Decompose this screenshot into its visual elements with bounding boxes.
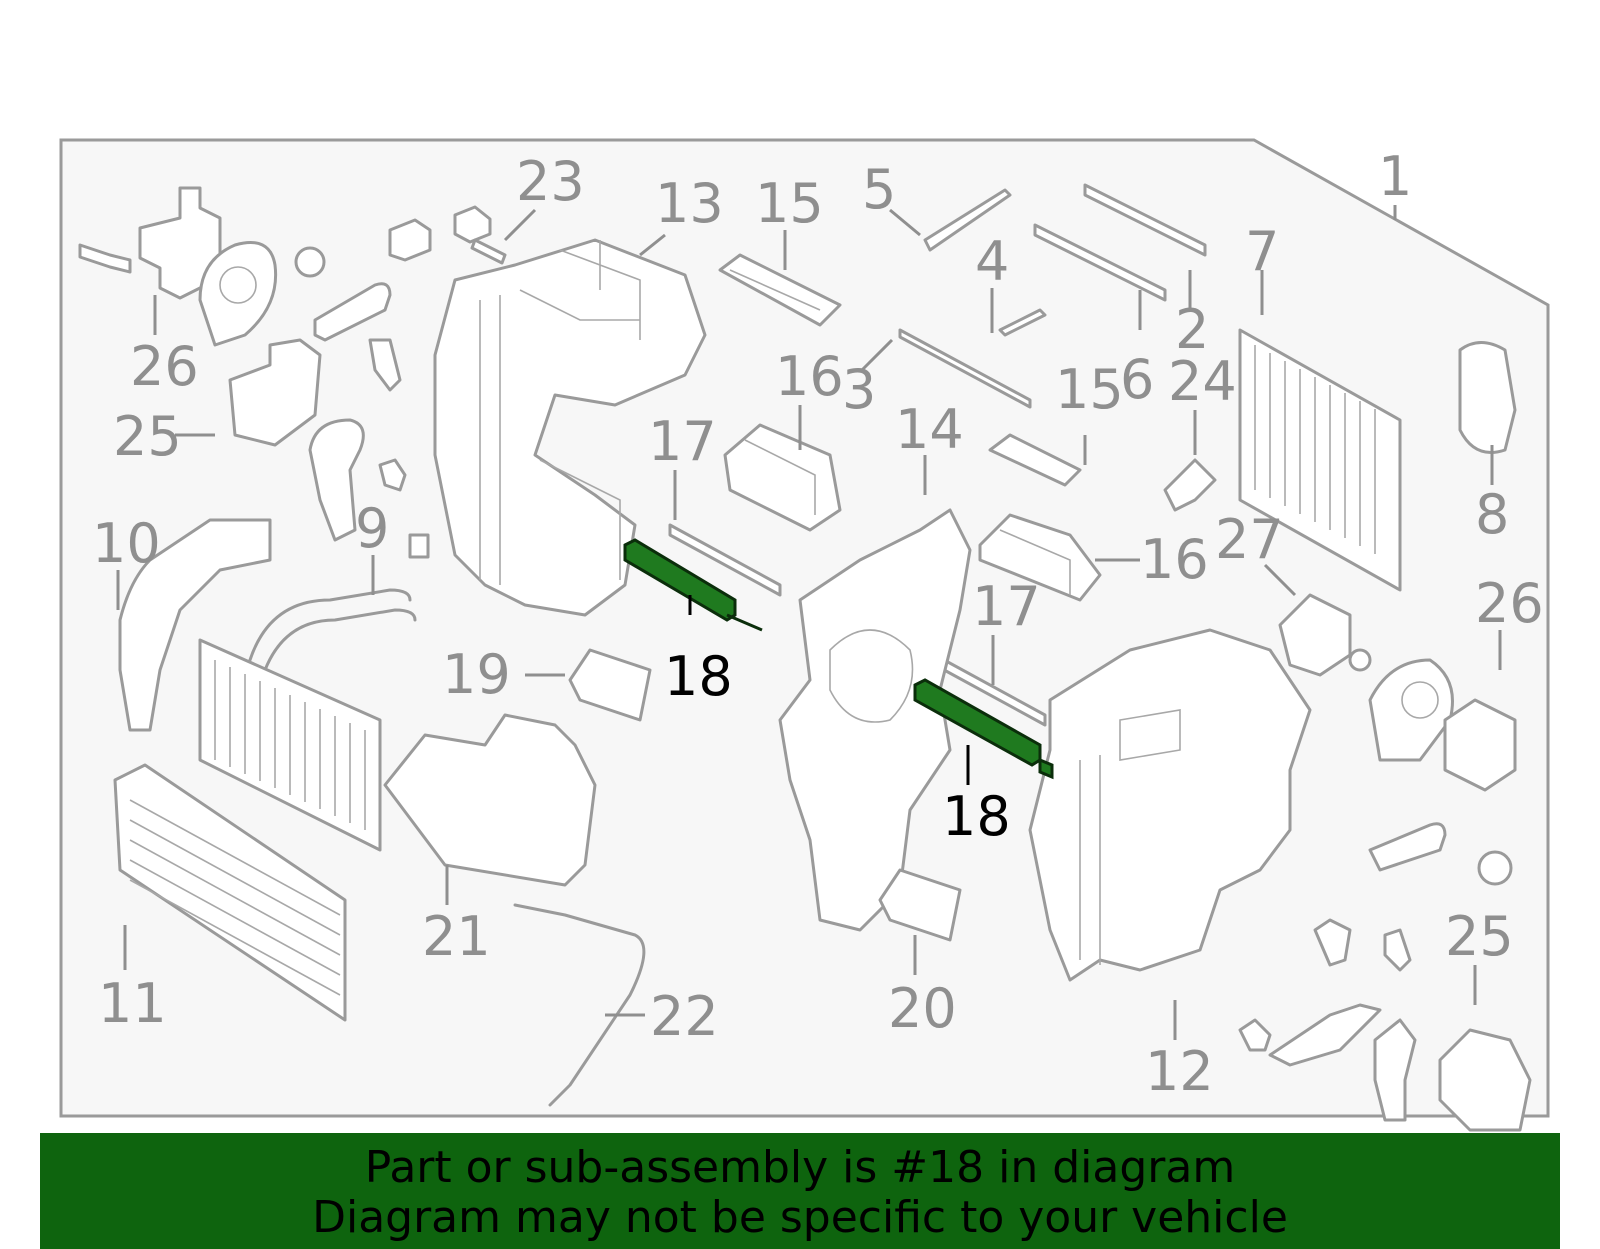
callout-3: 3 (842, 358, 876, 421)
callout-15-right: 15 (1055, 358, 1124, 421)
callout-25-right: 25 (1445, 905, 1514, 968)
callout-26-right: 26 (1475, 572, 1544, 635)
callout-21: 21 (422, 905, 491, 968)
callout-16-top: 16 (775, 345, 844, 408)
callout-17-right: 17 (972, 575, 1041, 638)
callout-12: 12 (1145, 1040, 1214, 1103)
callout-18-right: 18 (942, 785, 1011, 848)
callout-18-left: 18 (664, 645, 733, 708)
callout-7: 7 (1245, 220, 1279, 283)
callout-9: 9 (355, 497, 389, 560)
callout-6: 6 (1120, 348, 1154, 411)
leader-lines (116, 205, 1502, 1040)
callout-24: 24 (1168, 350, 1237, 413)
callout-10: 10 (92, 512, 161, 575)
callout-25-left: 25 (113, 405, 182, 468)
callout-22: 22 (650, 985, 719, 1048)
callout-2: 2 (1175, 298, 1209, 361)
callout-4: 4 (975, 230, 1009, 293)
callout-16-right: 16 (1140, 528, 1209, 591)
callout-11: 11 (98, 972, 167, 1035)
callout-14: 14 (895, 398, 964, 461)
callout-27: 27 (1215, 508, 1284, 571)
banner-line-2: Diagram may not be specific to your vehi… (312, 1192, 1288, 1243)
callout-8: 8 (1475, 483, 1509, 546)
callout-17-left: 17 (648, 410, 717, 473)
callout-26-left: 26 (130, 335, 199, 398)
callout-5: 5 (862, 158, 896, 221)
callout-1: 1 (1378, 145, 1412, 208)
banner-line-1: Part or sub-assembly is #18 in diagram (364, 1142, 1236, 1193)
callout-20: 20 (888, 977, 957, 1040)
callout-23: 23 (516, 150, 585, 213)
callout-labels: 1 2 3 4 5 6 7 8 9 10 11 12 13 14 15 15 1… (92, 145, 1544, 1103)
part-drawings (78, 183, 1532, 1132)
info-banner: Part or sub-assembly is #18 in diagram D… (40, 1133, 1560, 1249)
part-18-highlighted (623, 538, 1054, 780)
callout-19: 19 (442, 643, 511, 706)
callout-15-top: 15 (755, 172, 824, 235)
callout-13: 13 (655, 172, 724, 235)
